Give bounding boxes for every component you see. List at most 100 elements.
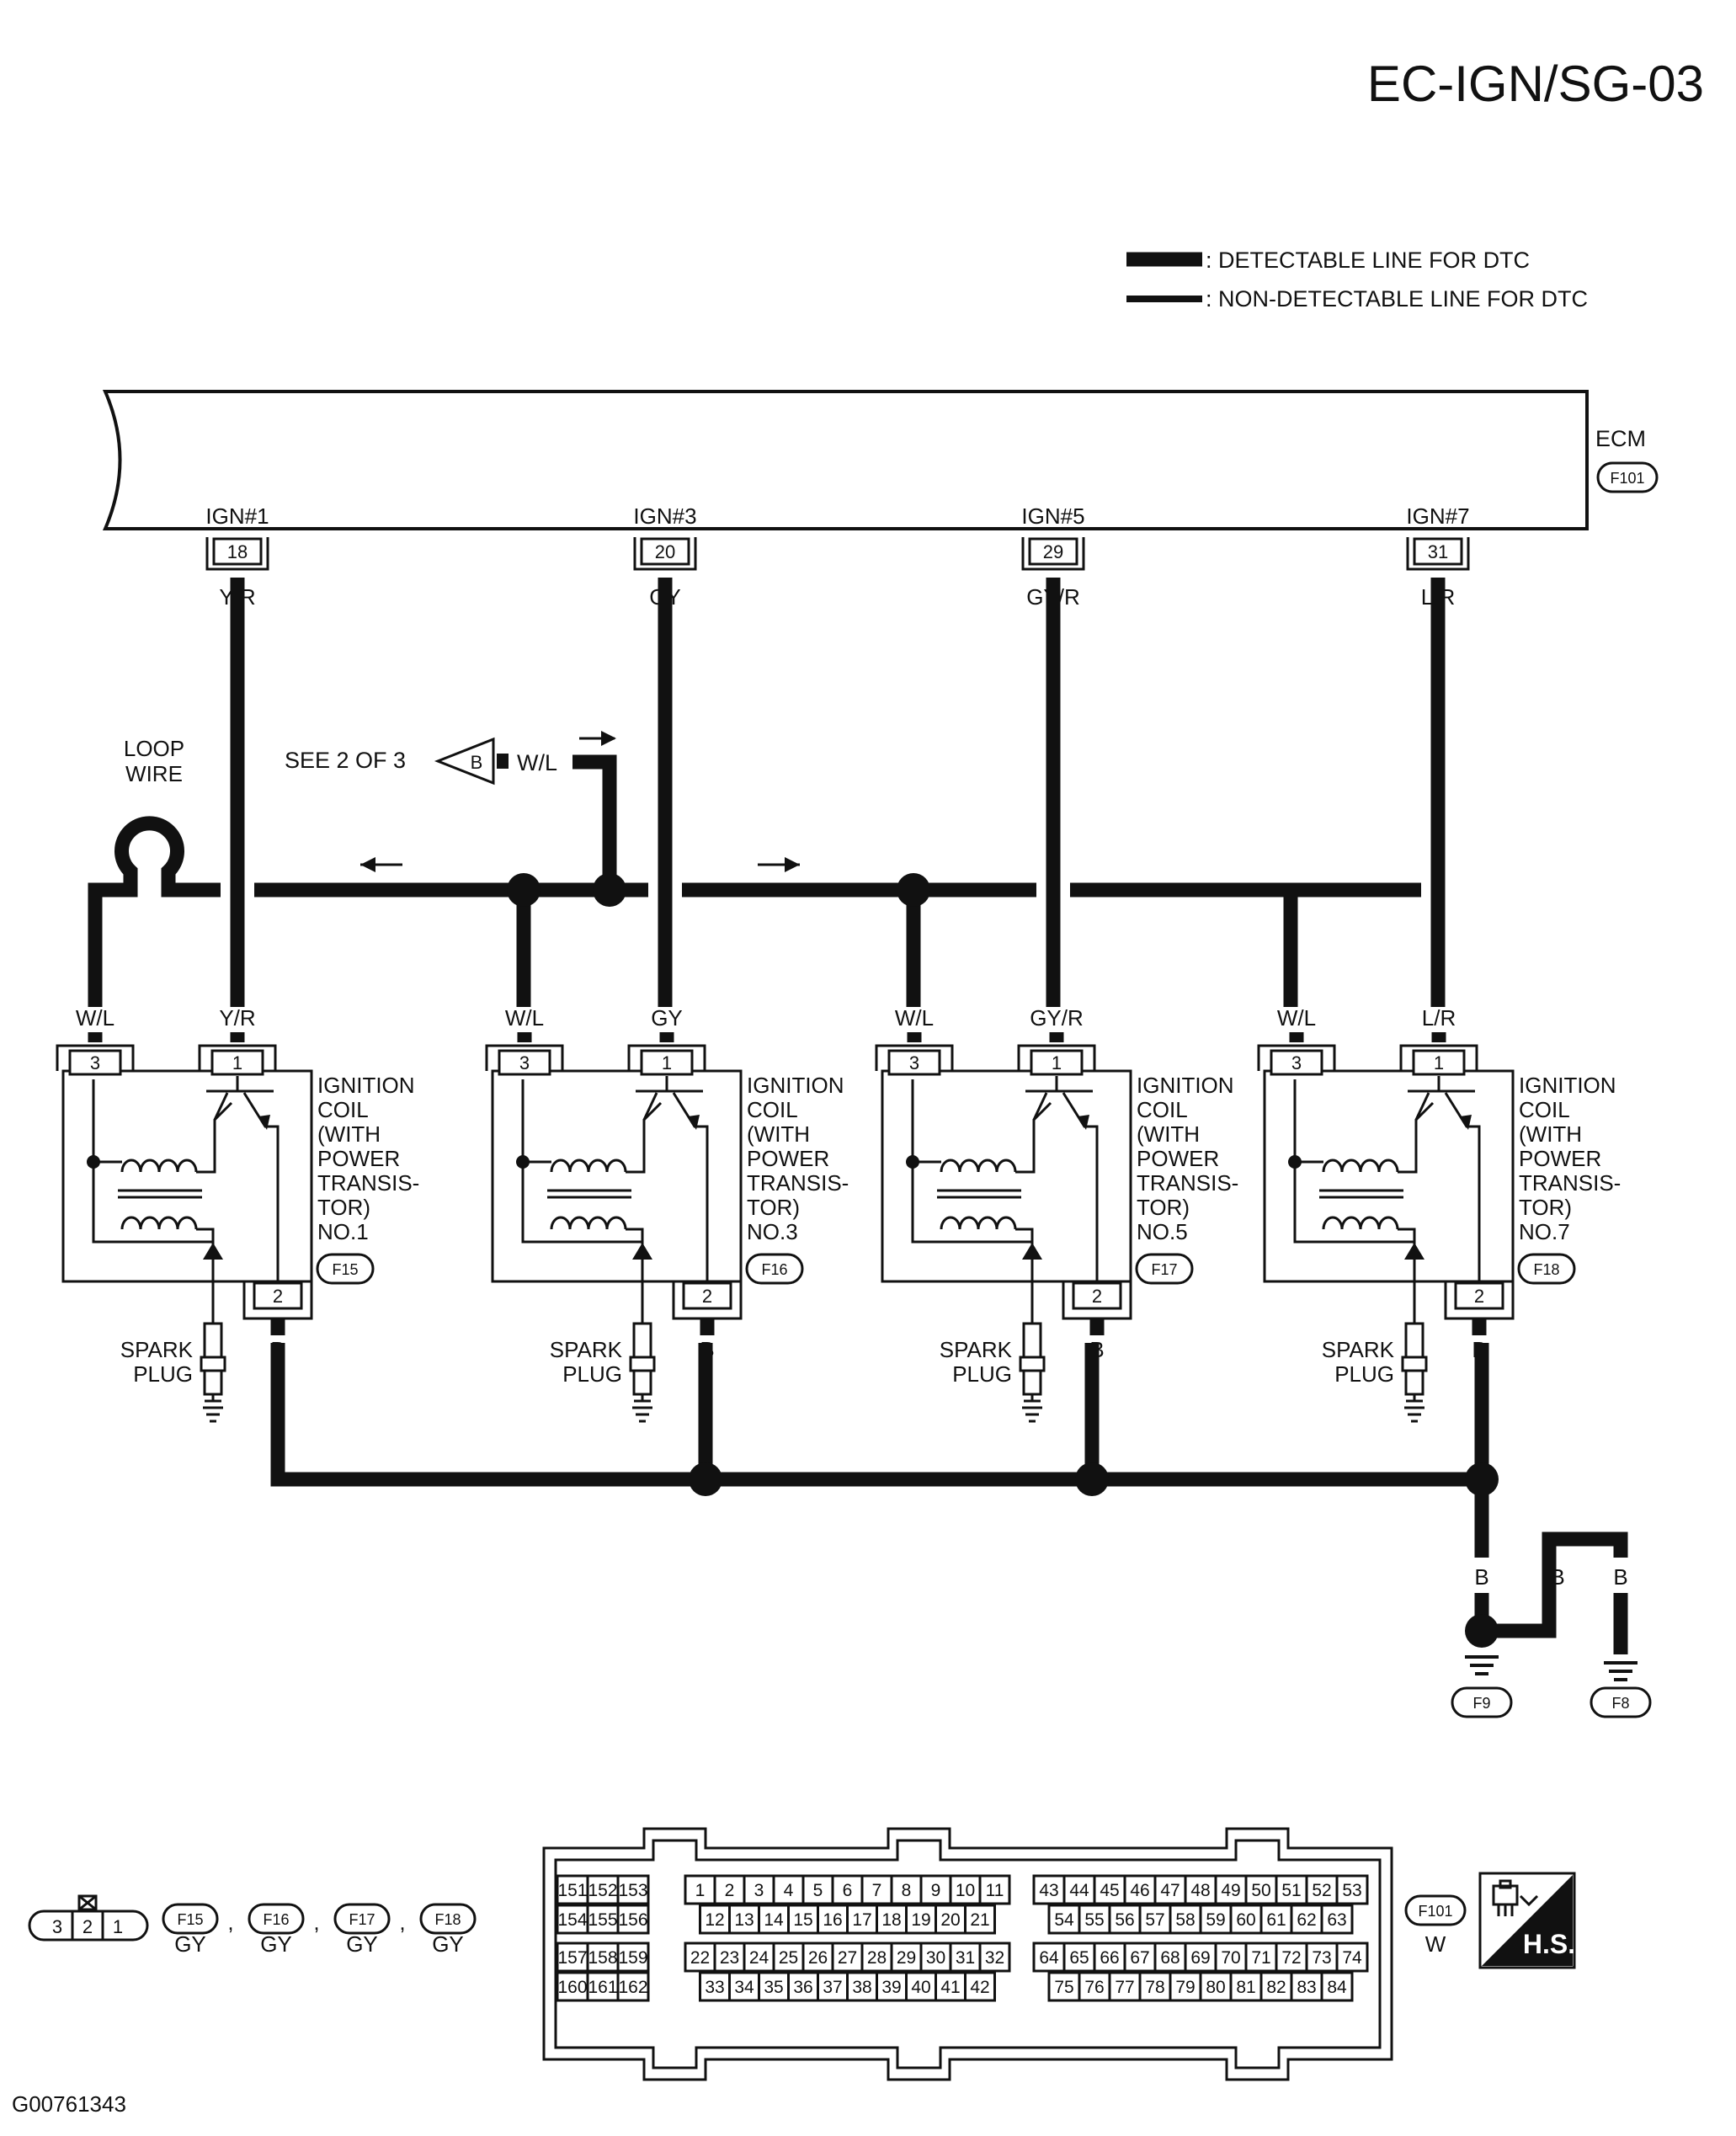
ecm-pin-number: 64	[1039, 1948, 1059, 1968]
ecm-pin-number: 157	[557, 1948, 587, 1968]
coil-internal-left	[521, 1079, 587, 1244]
reference-text: SEE 2 OF 3	[285, 748, 406, 773]
coil-connector-pin-box	[498, 1049, 551, 1076]
ecm-pin-number: 160	[557, 1978, 587, 1997]
ecm-pin-cell	[1138, 1904, 1172, 1935]
ecm-pin-cell	[1335, 1874, 1369, 1905]
coil-key-code: F16	[263, 1911, 289, 1928]
ecm-terminal-name: IGN#5	[1021, 503, 1084, 529]
ground-branch	[1482, 1531, 1628, 1638]
coil-key-color: GY	[174, 1931, 206, 1957]
ecm-connector-badge	[1596, 461, 1659, 493]
ecm-pin-number: 42	[970, 1978, 989, 1997]
ecm-pin-number: 77	[1115, 1978, 1134, 1997]
spark-plug-top	[203, 1322, 223, 1359]
ecm-pin-number: 18	[881, 1910, 901, 1930]
ecm-pin-number: 47	[1160, 1881, 1180, 1900]
coil-wire-right: GY	[651, 1005, 683, 1031]
ecm-pin-number: 9	[931, 1881, 941, 1900]
ecm-pin-number: 162	[618, 1978, 647, 1997]
coil-connector-pin: 3	[909, 1052, 919, 1073]
ecm-pin-number: 153	[618, 1881, 647, 1900]
ecm-pin-number: 43	[1039, 1881, 1058, 1900]
coil-secondary-lead	[1359, 1228, 1416, 1244]
coil-description-line: TOR)	[1519, 1195, 1572, 1220]
ecm-pin-cell	[964, 1904, 996, 1935]
loop-wire-label-2: WIRE	[125, 761, 183, 786]
coil-diode	[203, 1243, 223, 1260]
ecm-connector-badge-key	[1404, 1894, 1467, 1926]
coil-key-pin-3: 3	[52, 1916, 62, 1937]
ecm-pin-cell	[586, 1904, 620, 1935]
coil-description-line: COIL	[1519, 1097, 1570, 1122]
coil-description-line: TOR)	[1137, 1195, 1190, 1220]
ecm-pin-cell	[1093, 1942, 1126, 1973]
ecm-terminal-pin: 20	[655, 541, 675, 562]
reference-wire: W/L	[517, 750, 557, 775]
ecm-connector-key-code: F101	[1418, 1903, 1452, 1920]
ecm-pin-cell	[1320, 1971, 1354, 2002]
coil-connector-pin: 3	[90, 1052, 100, 1073]
spark-plug-tip	[634, 1394, 651, 1403]
spark-plug-body	[1404, 1369, 1424, 1396]
coil-description-line: IGNITION	[317, 1073, 415, 1098]
coil-primary-to-transistor	[196, 1101, 233, 1174]
ecm-pin-number: 75	[1054, 1978, 1073, 1997]
coil-key-code: F15	[177, 1911, 203, 1928]
ground-junction-5	[1075, 1462, 1109, 1496]
legend-detectable-text: : DETECTABLE LINE FOR DTC	[1206, 248, 1530, 273]
ecm-terminal-bracket	[1406, 537, 1470, 571]
transistor-base-lead	[1032, 1092, 1048, 1121]
ecm-pin-number: 69	[1190, 1948, 1210, 1968]
coil-connector-bracket	[1399, 1044, 1478, 1071]
coil-connector-badge	[316, 1253, 375, 1285]
ecm-pin-cell	[1214, 1874, 1248, 1905]
ecm-pin-number: 74	[1342, 1948, 1362, 1968]
ecm-pin-cell	[890, 1874, 923, 1905]
coil-body	[1263, 1069, 1515, 1283]
coil-connector-pin-box	[640, 1049, 694, 1076]
coil-connector-pin-box	[1270, 1049, 1323, 1076]
ecm-pin-number: 53	[1342, 1881, 1361, 1900]
loop-wire-label-1: LOOP	[124, 736, 184, 761]
ecm-pin-number: 81	[1236, 1978, 1255, 1997]
ecm-terminal-pin-box	[212, 537, 263, 566]
ecm-pin-cell	[964, 1971, 996, 2002]
ground-wire-label-1: B	[1474, 1564, 1488, 1590]
ecm-pin-cell	[1169, 1971, 1202, 2002]
ecm-pin-number: 33	[705, 1978, 724, 1997]
coil-connector-bracket	[56, 1044, 135, 1071]
coil-body	[491, 1069, 743, 1283]
reference-marker: B	[471, 752, 483, 773]
ecm-pin-number: 6	[843, 1881, 853, 1900]
ecm-pin-number: 27	[838, 1948, 857, 1968]
hs-badge-text: H.S.	[1523, 1929, 1575, 1959]
ecm-pin-number: 13	[734, 1910, 754, 1930]
coil-connector-pin: 1	[1434, 1052, 1444, 1073]
ecm-pin-number: 8	[902, 1881, 912, 1900]
reference-connector-stub	[497, 754, 509, 769]
coil-secondary-lead	[977, 1228, 1034, 1244]
signal-wires	[230, 578, 1446, 1007]
ecm-pin-number: 48	[1190, 1881, 1210, 1900]
coil-primary-to-transistor	[1398, 1101, 1435, 1174]
loop-wire	[88, 816, 221, 1007]
coil-ground-pin: 2	[1474, 1286, 1484, 1307]
coil-connector-pin: 3	[1291, 1052, 1302, 1073]
ecm-pin-cell	[713, 1874, 746, 1905]
footer-code: G00761343	[12, 2091, 126, 2117]
coil-description-line: COIL	[1137, 1097, 1188, 1122]
wl-bus	[88, 816, 1421, 1007]
ground-f9-code: F9	[1472, 1695, 1490, 1712]
spark-plug-top	[632, 1322, 652, 1359]
coil-connector-pin-box	[1030, 1049, 1084, 1076]
ecm-pin-cell	[1335, 1942, 1369, 1973]
coil-connector-bracket	[1017, 1044, 1096, 1071]
coil-description-line: (WITH	[1519, 1121, 1582, 1147]
coil-body	[881, 1069, 1132, 1283]
hs-badge: H.S.	[1478, 1872, 1576, 1969]
ecm-outline	[102, 390, 1589, 530]
